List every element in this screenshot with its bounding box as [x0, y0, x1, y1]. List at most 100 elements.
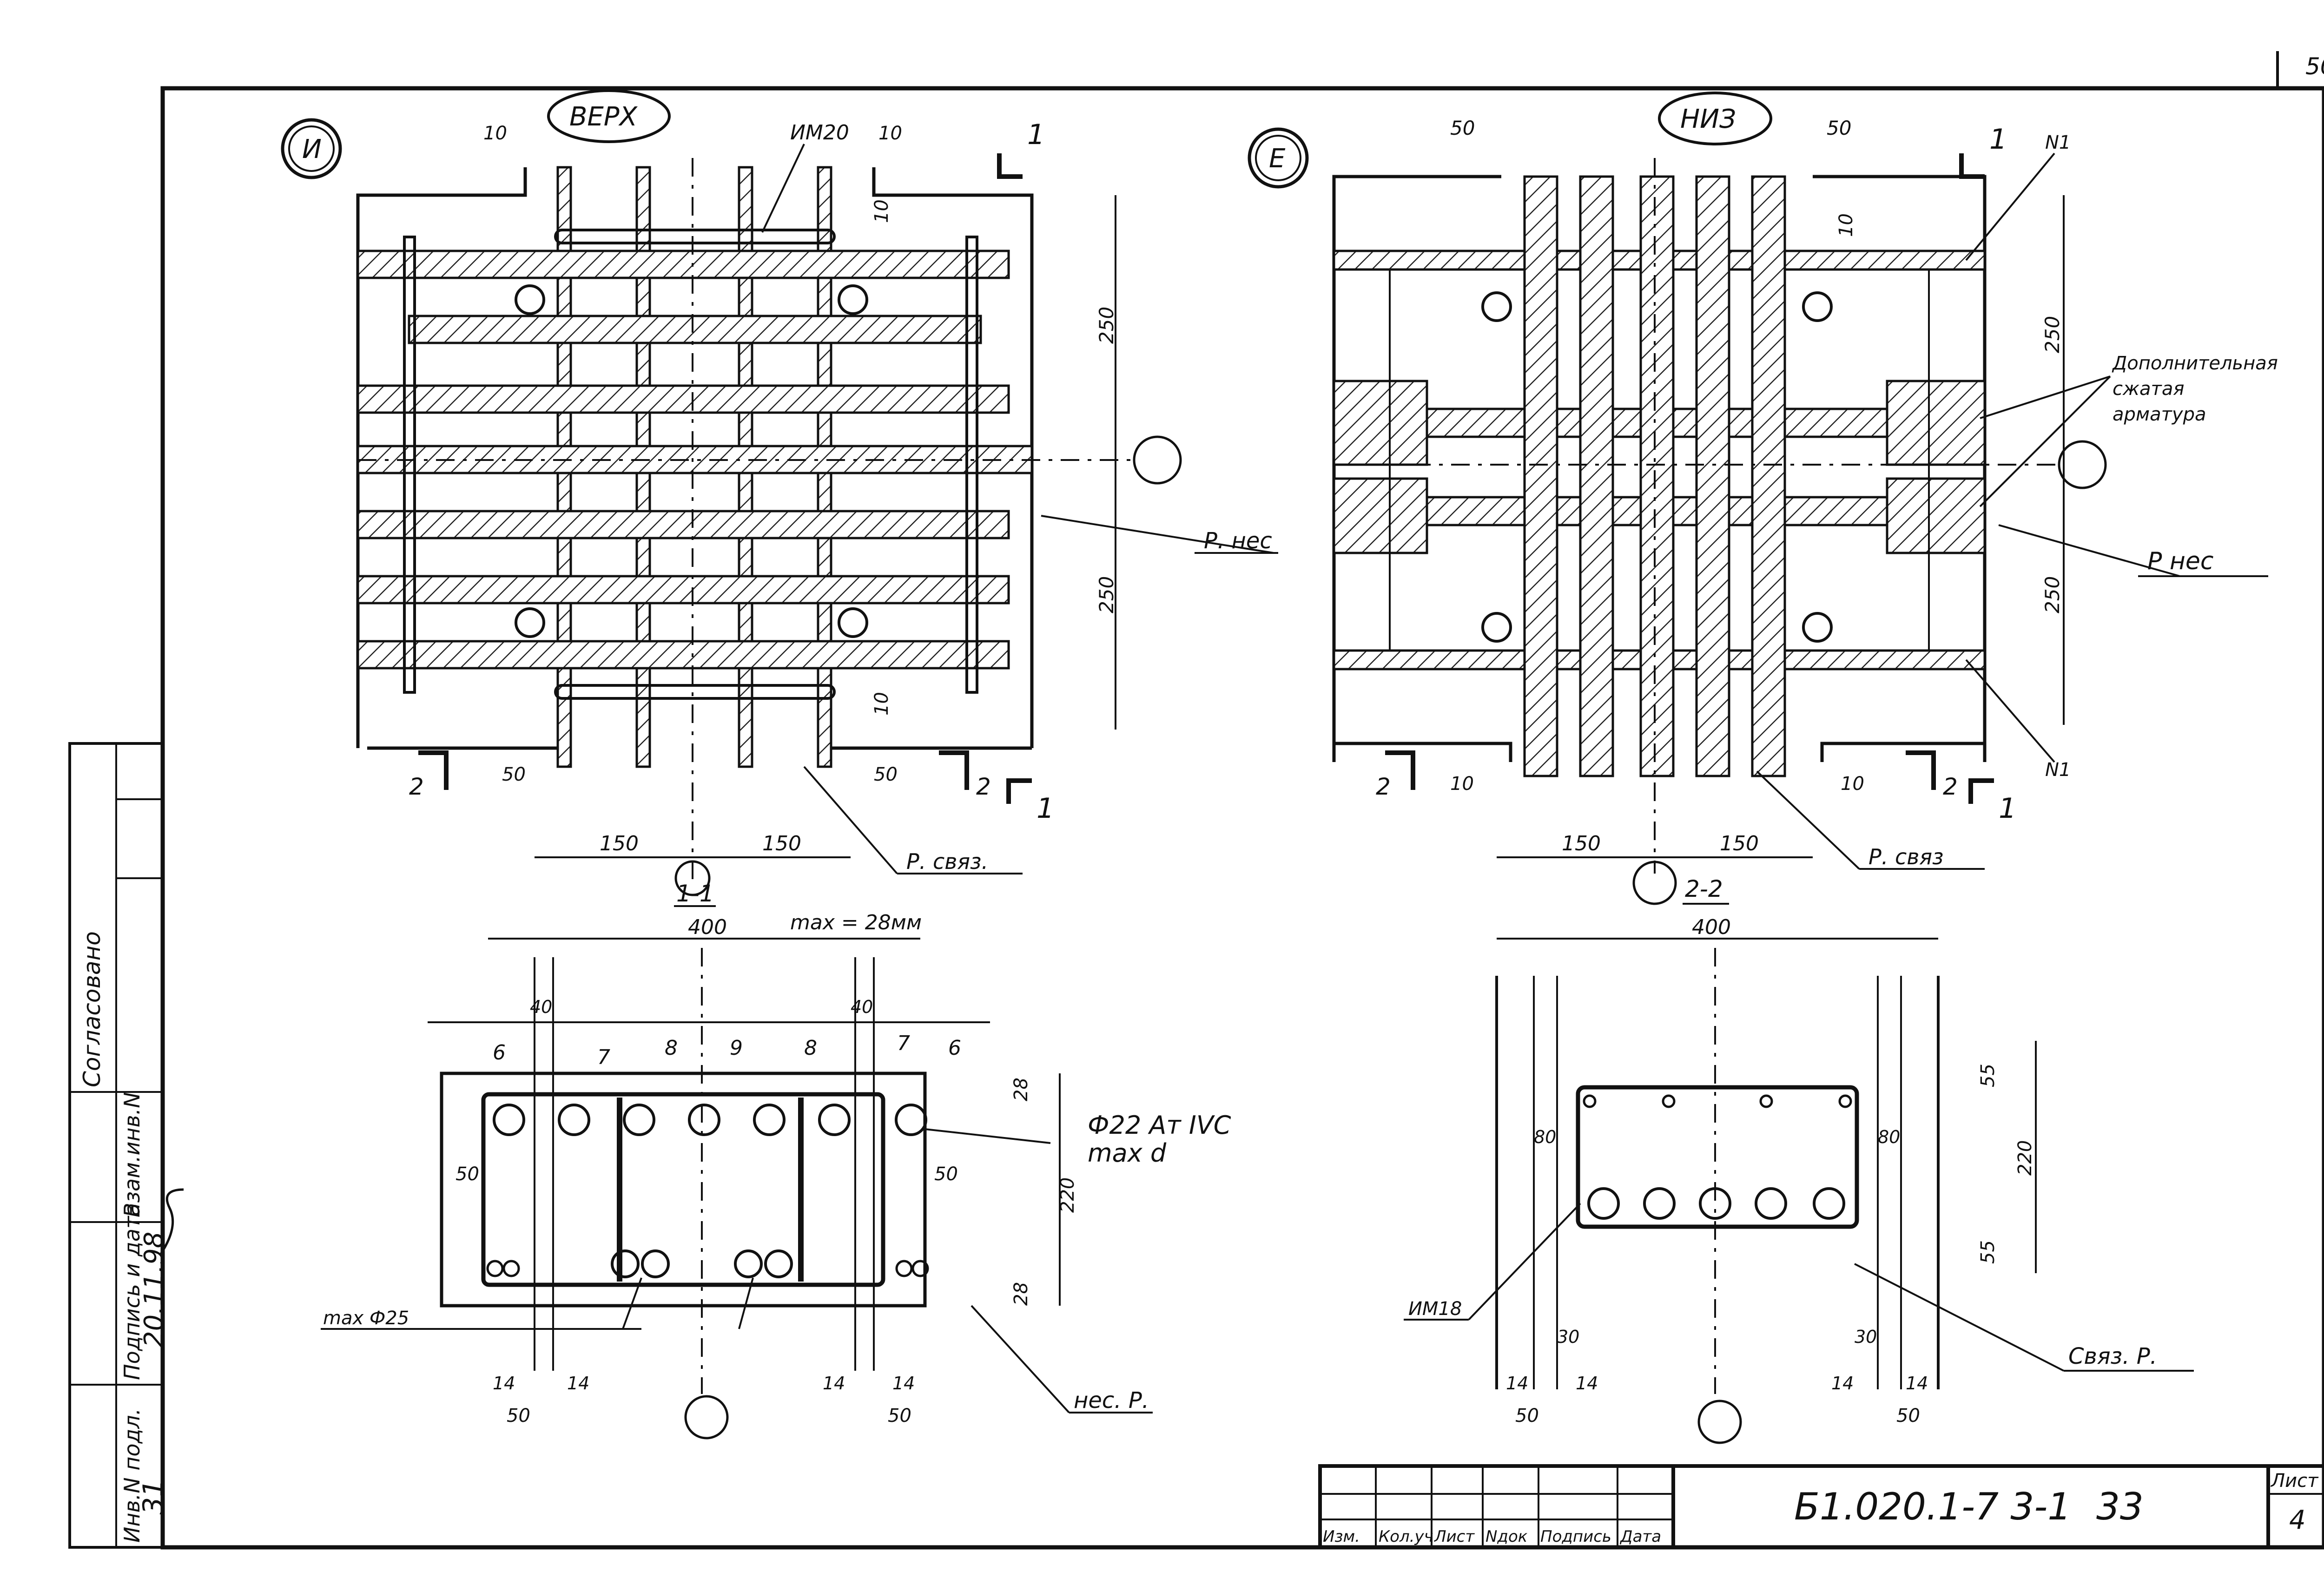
detail-bottom-mark-circle [1248, 127, 1309, 189]
sect11-dim-14a: 14 [493, 1373, 515, 1394]
sect11-dim-14b: 14 [567, 1373, 589, 1394]
label-extra-1: Дополнительная [2112, 353, 2278, 374]
dim-top-250a: 250 [1095, 307, 1118, 344]
page-number-top: 50 [2305, 53, 2324, 80]
stamp-date-value: 20.11.98 [139, 1232, 169, 1348]
sect22-dim-30a: 30 [1557, 1327, 1579, 1347]
sect22-dim-14a: 14 [1506, 1373, 1528, 1394]
sect11-dim-14c: 14 [823, 1373, 845, 1394]
sect11-max25: max Ф25 [323, 1308, 409, 1329]
sect22-dim-400: 400 [1692, 915, 1731, 939]
sect22-dim-220: 220 [2014, 1140, 2036, 1176]
stamp-signature [159, 1188, 184, 1256]
detail-bottom: Е НИЗ 250 250 50 5 [1248, 92, 2278, 874]
label-top-svyaz: Р. связ. [906, 849, 988, 874]
sect11-bar-6a: 6 [493, 1041, 506, 1065]
sect11-bar-6b: 6 [948, 1036, 961, 1060]
sect11-dim-40a: 40 [530, 997, 552, 1017]
detail-top-mark: И [302, 134, 322, 164]
sect11-bar-7b: 7 [897, 1032, 910, 1055]
detail-bottom-caption: НИЗ [1680, 104, 1736, 134]
sect22-dim-55b: 55 [1977, 1240, 1999, 1264]
sect11-dim-28a: 28 [1010, 1078, 1032, 1101]
sect-top-1b: 1 [1037, 792, 1054, 825]
label-n1a: N1 [2045, 132, 2071, 153]
dim-top-150b: 150 [762, 832, 801, 855]
sheet-number: 4 [2289, 1505, 2306, 1535]
sect11-dim-50a: 50 [456, 1164, 479, 1185]
detail-top: И ВЕРХ ИМ20 [281, 89, 1278, 883]
stamp-sign-date: Подпись и дата [119, 1203, 145, 1380]
sect22-dim-80b: 80 [1878, 1127, 1900, 1147]
tb-header-4: Подпись [1540, 1527, 1611, 1546]
detail-top-caption: ВЕРХ [569, 102, 638, 132]
section-22-title: 2-2 [1685, 875, 1723, 902]
dim-bottom-150a: 150 [1562, 832, 1601, 855]
section-11: 1-1 400 max = 28мм 40 40 6 7 [321, 860, 1231, 1440]
detail-top-mark-circle [281, 118, 342, 179]
detail-top-note-im: ИМ20 [790, 121, 849, 145]
title-block: Изм. Кол.уч Лист Nдок Подпись Дата Б1.02… [1318, 1464, 2324, 1549]
dim-bottom-50b: 50 [1827, 117, 1851, 139]
stamp-inv-orig: Инв.N подл. [119, 1408, 145, 1543]
doc-suffix: 33 [2096, 1485, 2144, 1528]
sect22-dim-50a: 50 [1515, 1405, 1539, 1427]
dim-top-50b: 50 [874, 764, 898, 785]
tb-header-0: Изм. [1323, 1527, 1360, 1546]
tb-header-5: Дата [1619, 1527, 1661, 1546]
sect11-bar-8b: 8 [804, 1036, 817, 1060]
sect22-im18: ИМ18 [1408, 1298, 1462, 1320]
doc-code: Б1.020.1-7 3-1 [1794, 1485, 2071, 1528]
sect11-dim-50c: 50 [507, 1405, 530, 1427]
dim-bottom-10c: 10 [1841, 773, 1864, 795]
sect11-bar-spec-2: max d [1088, 1138, 1167, 1168]
sect11-max-note: max = 28мм [790, 911, 922, 934]
sect-bottom-2b: 2 [1943, 773, 1958, 800]
dim-top-10b: 10 [878, 123, 902, 144]
sect11-bar-7a: 7 [597, 1045, 610, 1069]
dim-top-10c: 10 [871, 199, 892, 223]
dim-top-150a: 150 [600, 832, 639, 855]
sect-top-1: 1 [1027, 118, 1045, 151]
dim-bottom-150b: 150 [1720, 832, 1759, 855]
sect11-bar-9: 9 [730, 1036, 743, 1060]
sect22-dim-14d: 14 [1906, 1373, 1928, 1394]
sect-top-2: 2 [409, 773, 424, 800]
section-11-title: 1-1 [676, 880, 714, 907]
label-top-nes: Р. нес [1204, 528, 1272, 554]
stamp-agreed: Согласовано [79, 931, 106, 1087]
dim-bottom-250b: 250 [2041, 576, 2064, 613]
sect22-dim-30b: 30 [1855, 1327, 1877, 1347]
sect-bottom-2: 2 [1376, 773, 1391, 800]
detail-bottom-mark: Е [1269, 144, 1286, 174]
sect11-dim-50d: 50 [888, 1405, 911, 1427]
sect11-dim-220: 220 [1057, 1177, 1078, 1213]
dim-top-10d: 10 [871, 692, 892, 716]
sect-bottom-1b: 1 [1999, 792, 2016, 825]
stamp-replace-inv: Взам.инв.N [119, 1092, 145, 1217]
label-n1b: N1 [2045, 759, 2071, 781]
sect22-dim-80a: 80 [1534, 1127, 1556, 1147]
label-bottom-svyaz: Р. связ [1868, 844, 1944, 869]
left-stamp: Согласовано Взам.инв.N Подпись и дата Ин… [68, 742, 184, 1549]
sect22-dim-14c: 14 [1831, 1373, 1854, 1394]
sect11-bar-8a: 8 [665, 1036, 678, 1060]
sect11-dim-40b: 40 [851, 997, 873, 1017]
dim-bottom-10a: 10 [1835, 213, 1857, 237]
dim-top-250b: 250 [1095, 576, 1118, 613]
sect22-dim-55a: 55 [1977, 1064, 1999, 1087]
sect11-bar-spec-1: Ф22 Ат IVC [1088, 1111, 1231, 1140]
dim-bottom-10b: 10 [1450, 773, 1474, 795]
stamp-inv-value: 31 [137, 1479, 170, 1515]
section-22: 2-2 400 55 55 220 80 80 ИМ18 30 30 14 [1404, 861, 2194, 1444]
dim-bottom-250a: 250 [2041, 316, 2064, 353]
sect22-label-svyaz: Связ. Р. [2068, 1343, 2157, 1369]
dim-top-50a: 50 [502, 764, 526, 785]
label-bottom-nes: Р нес [2147, 547, 2213, 575]
tb-header-1: Кол.уч [1379, 1527, 1433, 1546]
sect22-dim-14b: 14 [1576, 1373, 1598, 1394]
dim-bottom-50a: 50 [1450, 117, 1475, 139]
tb-header-3: Nдок [1486, 1527, 1528, 1546]
sect22-dim-50b: 50 [1896, 1405, 1920, 1427]
